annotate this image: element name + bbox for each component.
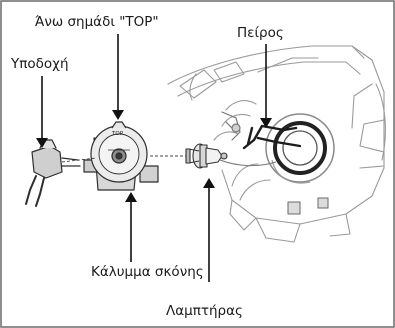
housing-clip <box>221 111 241 141</box>
label-dust-cover: Κάλυμμα σκόνης <box>91 264 204 280</box>
label-bulb: Λαμπτήρας <box>166 303 243 319</box>
mounting-bracket <box>287 197 329 215</box>
retaining-clip <box>242 124 302 150</box>
alignment-line <box>61 155 186 163</box>
leader-lines <box>41 34 267 282</box>
dust-cover-drawing <box>83 121 159 191</box>
label-pin: Πείρος <box>237 25 284 41</box>
headlight-bulb-opening <box>265 113 335 184</box>
headlight-housing <box>167 45 386 243</box>
dust-cover-engraving: TOP <box>111 131 124 137</box>
socket-drawing <box>25 139 81 207</box>
leader-arrowheads <box>36 110 272 202</box>
label-socket: Υποδοχή <box>10 56 69 72</box>
bulb-drawing <box>185 143 228 169</box>
bulb-wire <box>219 159 277 167</box>
label-top-mark: Άνω σημάδι "TOP" <box>35 14 159 30</box>
